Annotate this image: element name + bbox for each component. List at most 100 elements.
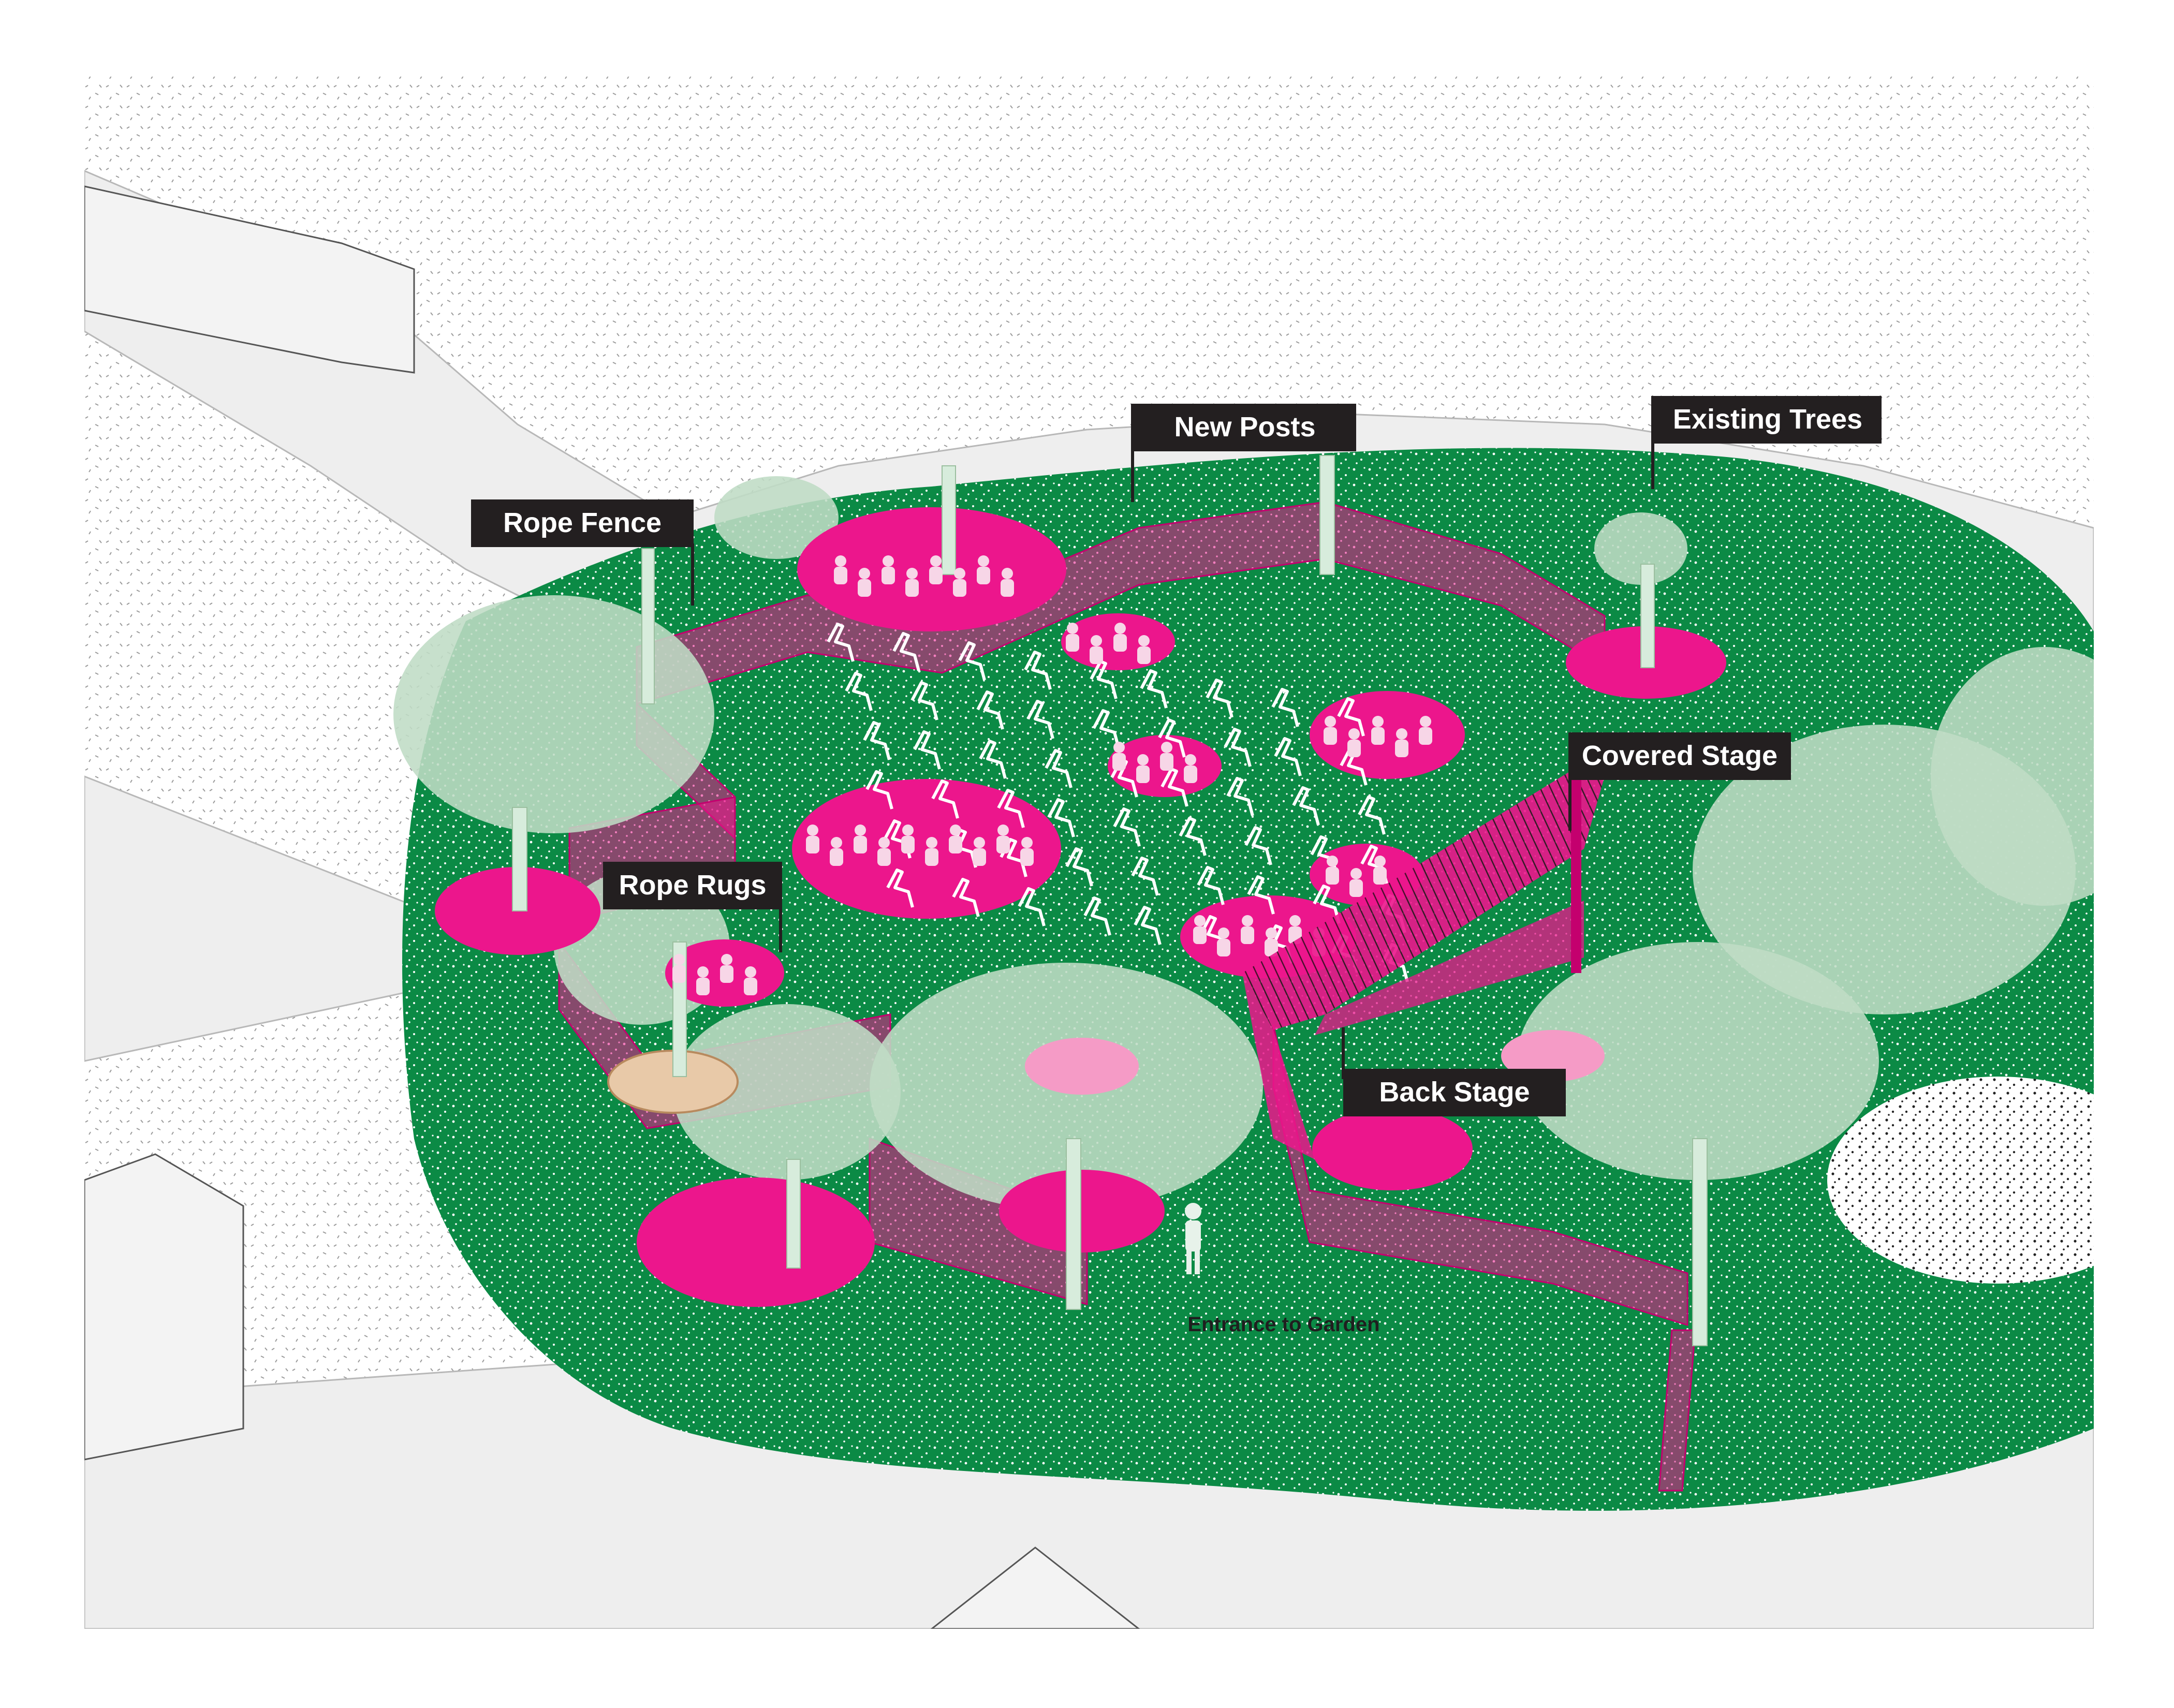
seated-person [905, 568, 919, 597]
chair [1247, 875, 1275, 915]
chair [1197, 866, 1225, 905]
seated-person [1326, 856, 1339, 885]
seated-person [1020, 837, 1034, 866]
seated-person [1241, 915, 1254, 944]
chair [1244, 826, 1272, 865]
shrub-mass [1827, 1077, 2094, 1284]
chair [997, 789, 1025, 828]
seated-person [834, 555, 847, 584]
chair [1090, 660, 1118, 699]
chair [1274, 737, 1302, 776]
callout-rope-fence: Rope Fence [471, 499, 694, 606]
seated-person [1193, 915, 1207, 944]
seated-person [720, 954, 733, 983]
chair [845, 672, 873, 711]
chair [1161, 768, 1188, 807]
seated-person [806, 824, 819, 853]
seated-person [901, 824, 915, 853]
chair [892, 632, 920, 671]
seated-people [672, 555, 1432, 995]
chair [1024, 651, 1052, 690]
chair [952, 878, 980, 917]
chair [886, 868, 914, 908]
chair [979, 740, 1007, 779]
seated-person [1160, 742, 1173, 771]
chair [1140, 669, 1168, 709]
chair [1313, 885, 1341, 924]
standing-figure [1185, 1203, 1201, 1274]
callout-rope-rugs: Rope Rugs [603, 862, 782, 952]
chair [1158, 718, 1186, 758]
chair [1083, 896, 1111, 936]
seated-person [1137, 635, 1151, 664]
callout-existing-trees: Existing Trees [1651, 396, 1882, 489]
chair [1224, 728, 1252, 767]
seated-person [882, 555, 895, 584]
seated-person [696, 966, 710, 995]
svg-text:Existing Trees: Existing Trees [1673, 404, 1862, 435]
callout-covered-stage: Covered Stage [1568, 732, 1791, 831]
chair [865, 770, 893, 809]
chair [958, 641, 986, 681]
chair [1026, 700, 1054, 739]
seated-person [1395, 728, 1408, 757]
chair [1018, 887, 1046, 926]
entrance-caption: Entrance to Garden [1187, 1313, 1379, 1336]
seated-person [854, 824, 867, 853]
seated-person [1113, 623, 1127, 652]
seated-person [973, 837, 986, 866]
seated-person [744, 966, 757, 995]
seated-person [1066, 623, 1079, 652]
neighbouring-buildings [84, 185, 1140, 1629]
seated-person [1324, 716, 1337, 745]
chair [827, 623, 855, 662]
chair [1271, 688, 1299, 727]
chair [913, 730, 941, 770]
chair [1065, 847, 1093, 887]
chair [1131, 857, 1159, 896]
seated-person [1112, 742, 1126, 771]
seated-person [925, 837, 938, 866]
svg-text:New Posts: New Posts [1174, 411, 1315, 443]
seated-person [1265, 927, 1278, 956]
callout-new-posts: New Posts [1131, 404, 1356, 502]
chair [1092, 709, 1120, 748]
seated-person [672, 954, 686, 983]
chair [1045, 749, 1073, 788]
svg-text:Back Stage: Back Stage [1379, 1077, 1530, 1108]
chair [1358, 796, 1386, 835]
chair [931, 779, 959, 819]
seated-person [977, 555, 990, 584]
chair [863, 721, 891, 760]
seated-person [1347, 728, 1361, 757]
chair [1226, 777, 1254, 816]
chair [1113, 807, 1141, 847]
svg-text:Rope Rugs: Rope Rugs [619, 870, 766, 901]
tree-trunks [512, 455, 1708, 1346]
chair [1206, 679, 1233, 718]
seated-person [1373, 856, 1387, 885]
chair [1292, 786, 1320, 826]
seated-person [1419, 716, 1432, 745]
svg-text:Rope Fence: Rope Fence [503, 507, 662, 538]
seated-person [929, 555, 943, 584]
covered-stage [1242, 766, 1605, 1159]
seated-person [1090, 635, 1103, 664]
seated-person [949, 824, 962, 853]
chair [1337, 697, 1365, 737]
seated-person [1349, 868, 1363, 897]
seated-person [830, 837, 843, 866]
seated-person [1001, 568, 1014, 597]
seated-person [858, 568, 871, 597]
drawing-frame [84, 77, 2094, 1629]
seated-person [1217, 927, 1230, 956]
chair [910, 681, 938, 720]
chair [976, 690, 1004, 730]
seated-person [1371, 716, 1385, 745]
seated-person [1184, 754, 1197, 783]
svg-text:Covered Stage: Covered Stage [1582, 740, 1778, 771]
callout-back-stage: Back Stage [1342, 1027, 1566, 1116]
chair [1047, 798, 1075, 837]
seated-person [953, 568, 966, 597]
